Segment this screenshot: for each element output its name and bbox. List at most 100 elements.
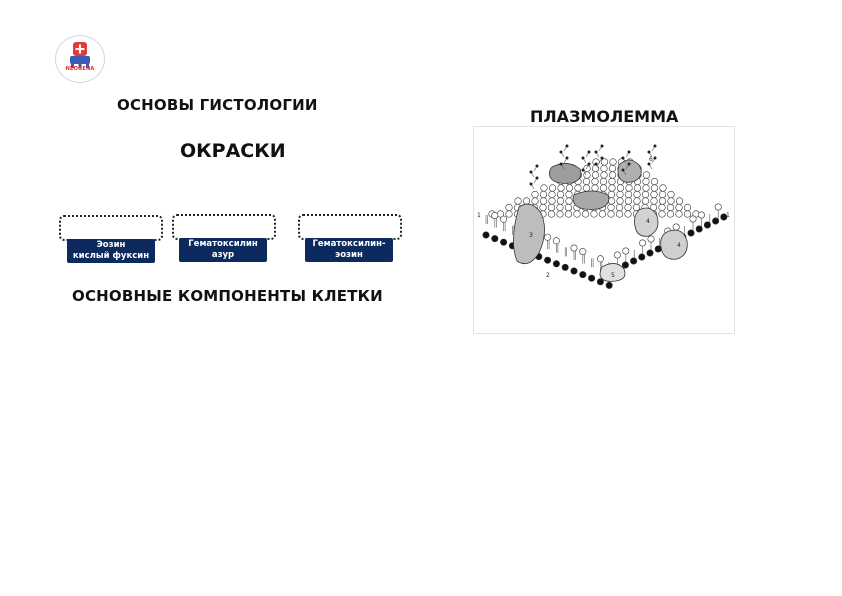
lipid-head (658, 210, 666, 218)
stain-tag-line1: Гематоксилин (188, 239, 258, 249)
lipid-head (675, 197, 684, 205)
lipid-head (539, 203, 547, 212)
glycan-unit (600, 144, 604, 148)
lipid-head (505, 210, 513, 218)
logo-text: NEOGENA (65, 66, 95, 72)
lipid-head (596, 255, 604, 263)
components-heading: ОСНОВНЫЕ КОМПОНЕНТЫ КЛЕТКИ (72, 287, 383, 305)
lipid-head (565, 184, 574, 192)
lipid-head (641, 197, 650, 205)
glycan-unit (535, 176, 539, 180)
glycan-unit (653, 156, 657, 160)
lipid-head (600, 171, 608, 179)
lipid-head (633, 197, 641, 205)
lipid-head (514, 197, 522, 205)
figure-label: 2 (546, 272, 550, 279)
glycan-unit (559, 150, 563, 154)
lipid-head (557, 184, 565, 192)
lipid-head (482, 231, 490, 239)
plasmalemma-figure: 1 2 3 4 4 5 6 1 (473, 126, 735, 334)
dropzone-2[interactable] (172, 214, 276, 240)
lipid-head (616, 190, 624, 199)
logo: NEOGENA (55, 35, 105, 83)
lipid-head (540, 184, 548, 192)
glycan-unit (559, 162, 563, 166)
lipid-head (625, 184, 633, 192)
lipid-head (590, 210, 598, 218)
protein-4-top (634, 207, 659, 237)
mascot-icon (70, 42, 90, 68)
lipid-head (616, 197, 624, 205)
lipid-head (564, 210, 573, 218)
lipid-head (624, 210, 632, 218)
dropzone-1[interactable] (59, 215, 163, 241)
lipid-head (641, 190, 650, 199)
lipid-head (556, 197, 565, 205)
lipid-head (531, 197, 539, 205)
lipid-head (547, 210, 556, 218)
lipid-head (666, 203, 675, 212)
lipid-head (596, 278, 604, 286)
lipid-head (650, 184, 659, 192)
lipid-head (582, 177, 591, 186)
lipid-head (642, 184, 650, 192)
figure-label: 1 (477, 212, 481, 219)
glycan-unit (581, 168, 585, 172)
lipid-head (615, 203, 624, 212)
glycan-unit (594, 162, 598, 166)
lipid-head (591, 177, 599, 186)
lipid-head (672, 223, 680, 231)
stain-tag-line1: Эозин (96, 240, 126, 250)
lipid-head (544, 256, 552, 264)
protein-4-bottom (660, 229, 688, 260)
peripheral-protein-b (572, 190, 610, 210)
glycan-unit (535, 164, 539, 168)
stain-tag-hematoxylin-azur[interactable]: Гематоксилин азур (179, 238, 267, 262)
lipid-head (564, 203, 573, 212)
glycan-unit (587, 150, 591, 154)
lipid-head (607, 210, 615, 218)
stain-tag-line1: Гематоксилин- (312, 239, 386, 249)
lipid-head (633, 184, 642, 192)
lipid-head (666, 210, 675, 218)
glycan-unit (529, 182, 533, 186)
lipid-head (714, 203, 722, 211)
lipid-head (683, 210, 692, 218)
glycan-unit (653, 144, 657, 148)
lipid-head (667, 197, 675, 205)
lipid-head (675, 203, 683, 212)
lipid-head (491, 212, 499, 220)
lipid-head (531, 190, 539, 199)
glycan-unit (621, 156, 625, 160)
stain-tag-eosin[interactable]: Эозин кислый фуксин (67, 239, 155, 263)
lipid-head (588, 274, 596, 282)
stain-tag-line2: кислый фуксин (72, 251, 150, 261)
lipid-head (624, 190, 633, 199)
lipid-head (491, 235, 499, 243)
lipid-head (675, 210, 683, 218)
dropzone-3[interactable] (298, 214, 402, 240)
lipid-head (561, 263, 569, 271)
lipid-head (598, 210, 607, 218)
figure-label: 4 (646, 218, 650, 225)
lipid-head (646, 249, 654, 257)
lipid-head (621, 261, 629, 269)
lipid-head (599, 177, 608, 186)
lipid-head (539, 190, 548, 199)
lipid-head (579, 271, 587, 279)
lipid-head (574, 184, 582, 192)
lipid-head (544, 233, 552, 241)
protein-5 (599, 263, 626, 282)
glycan-unit (565, 156, 569, 160)
lipid-head (650, 190, 658, 199)
stain-tag-hematoxylin-eosin[interactable]: Гематоксилин- эозин (305, 238, 393, 262)
figure-label: 6 (649, 156, 653, 163)
lipid-head (522, 197, 531, 205)
lipid-head (658, 197, 667, 205)
integral-protein-3 (513, 203, 545, 265)
lipid-head (539, 197, 548, 205)
lipid-head (658, 190, 667, 199)
stain-tag-line2: эозин (335, 250, 363, 260)
glycan-unit (621, 168, 625, 172)
lipid-head (622, 247, 630, 255)
